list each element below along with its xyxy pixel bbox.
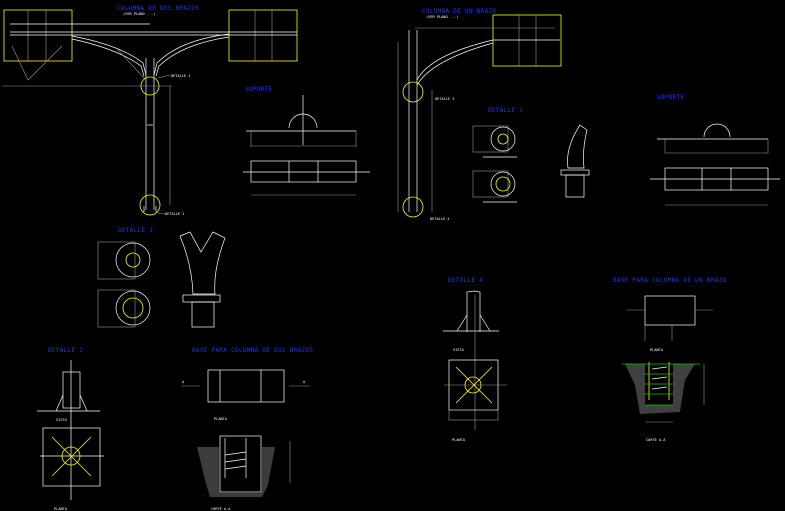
base-one-arm-plan-label: PLANTA	[650, 348, 664, 352]
base-two-arm-plan-label: PLANTA	[214, 417, 228, 421]
support-right-drawing	[650, 123, 780, 206]
base-one-arm-section-label: CORTE A-A	[646, 438, 666, 442]
luminaire-frame	[492, 14, 562, 67]
callout-detail-2: DETALLE 2	[165, 212, 184, 216]
support-right-title: SOPORTE	[657, 94, 684, 101]
one-arm-column-title: COLUMNA DE UN BRAZO	[422, 8, 496, 15]
detail-1-title: DETALLE 1	[118, 227, 153, 234]
base-two-arm-title: BASE PARA COLUMNA DE DOS BRAZOS	[192, 347, 313, 354]
base-one-arm-title: BASE PARA COLUMNA DE UN BRAZO	[613, 277, 727, 284]
two-arm-column-title: COLUMNA DE DOS BRAZOS	[117, 5, 199, 12]
one-arm-column-subtitle: (VER PLANO ...)	[426, 15, 458, 19]
callout-detail-1: DETALLE 1	[171, 74, 190, 78]
detail-2-marker	[139, 194, 161, 216]
detail-2-drawing	[37, 360, 104, 500]
detail-4-drawing	[443, 290, 507, 430]
detail-4-view-label: VISTA	[453, 348, 465, 352]
detail-4-plan-label: PLANTA	[452, 438, 466, 442]
two-arm-column-subtitle: (VER PLANO ...)	[123, 12, 155, 16]
detail-1-marker	[140, 76, 160, 96]
one-arm-column-elevation	[397, 14, 562, 218]
detail-1-drawing	[97, 231, 226, 328]
detail-4-marker	[402, 196, 424, 218]
support-left-title: SOPORTE	[245, 86, 272, 93]
detail-4-title: DETALLE 4	[448, 277, 483, 284]
detail-2-title: DETALLE 2	[48, 347, 83, 354]
two-arm-column-elevation	[2, 9, 298, 216]
detail-2-view-label: VISTA	[56, 418, 68, 422]
luminaire-frame-right	[228, 9, 298, 62]
base-one-arm-drawing	[622, 295, 713, 423]
detail-2-plan-label: PLANTA	[54, 507, 68, 511]
section-mark-a-left: A	[182, 380, 185, 384]
detail-3-title: DETALLE 3	[488, 107, 523, 114]
detail-3-drawing	[472, 124, 590, 203]
luminaire-frame-left	[3, 9, 73, 62]
section-mark-a-right: A	[303, 380, 306, 384]
detail-3-marker	[402, 81, 424, 103]
support-left-drawing	[243, 95, 370, 196]
base-two-arm-drawing	[181, 369, 310, 497]
callout-detail-3: DETALLE 3	[435, 97, 454, 101]
callout-detail-4: DETALLE 4	[430, 217, 449, 221]
base-two-arm-section-label: CORTE A-A	[211, 507, 231, 511]
